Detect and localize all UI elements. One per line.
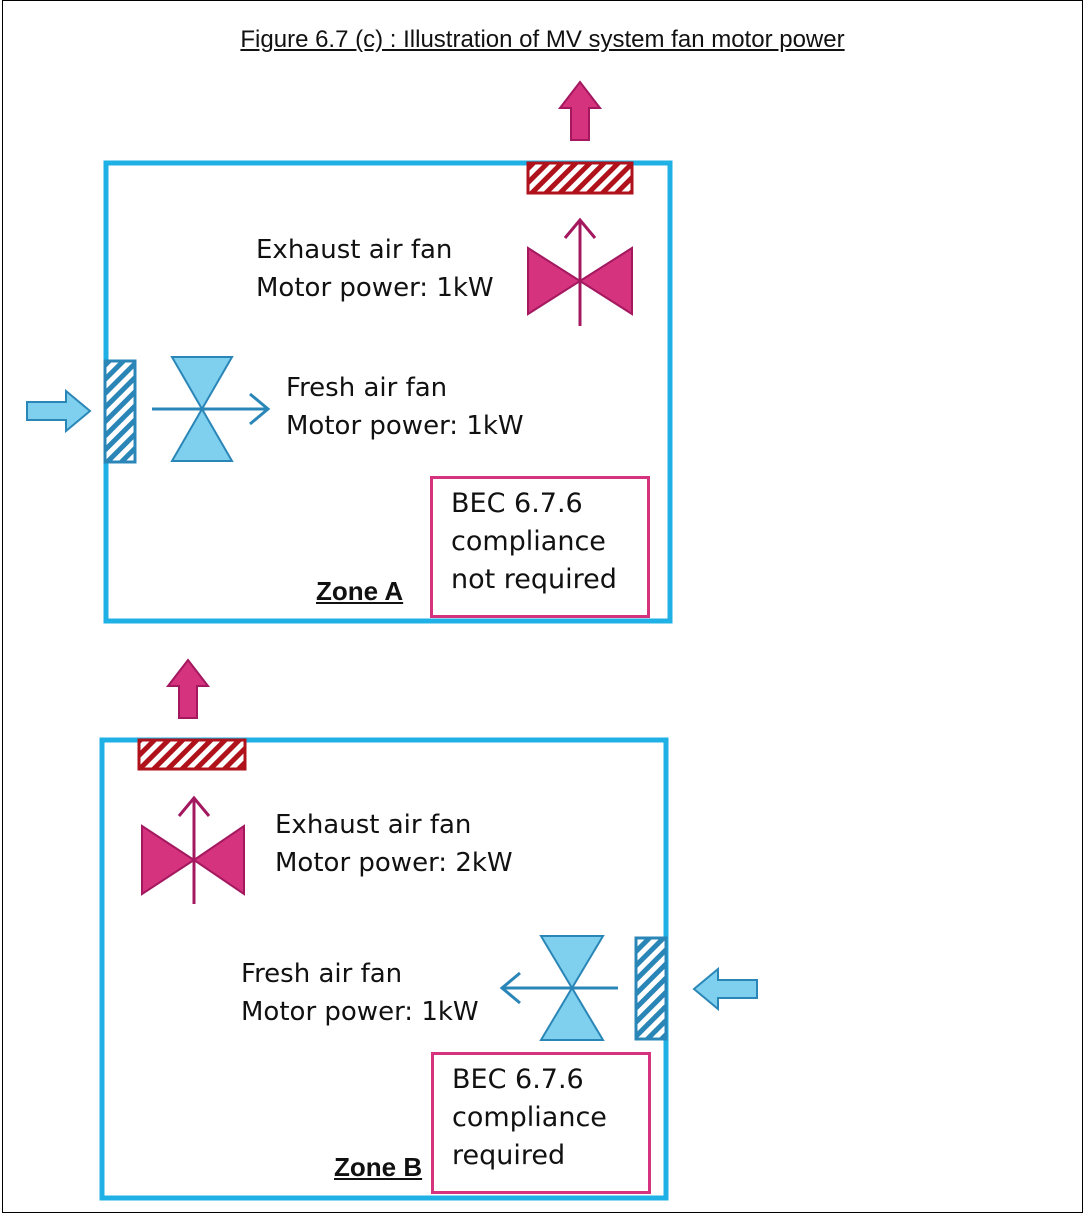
zone-a-exhaust-fan-icon [527, 217, 633, 326]
zone-b-compliance-line2: compliance [452, 1102, 607, 1133]
zone-b-exhaust-fan-icon [141, 795, 245, 904]
zone-a-exhaust-fan-name: Exhaust air fan [256, 235, 453, 265]
zone-b-exhaust-outlet-arrow-icon [165, 658, 211, 719]
zone-b-fresh-fan-power: Motor power: 1kW [241, 997, 479, 1027]
zone-a-exhaust-grille-icon [526, 161, 634, 195]
zone-b-fresh-inlet-arrow-icon [692, 966, 758, 1012]
zone-b-exhaust-grille-icon [137, 738, 247, 771]
zone-a-fresh-inlet-arrow-icon [26, 388, 92, 434]
zone-b-fresh-fan-label: Fresh air fan Motor power: 1kW [241, 955, 479, 1031]
zone-a-label: Zone A [316, 576, 404, 606]
zone-a-fresh-fan-power: Motor power: 1kW [286, 411, 524, 441]
zone-b-exhaust-fan-power: Motor power: 2kW [275, 848, 513, 878]
zone-b-compliance-line1: BEC 6.7.6 [452, 1064, 584, 1095]
zone-a-compliance-line2: compliance [451, 526, 606, 557]
zone-b-exhaust-fan-label: Exhaust air fan Motor power: 2kW [275, 806, 513, 882]
zone-b-fresh-grille-icon [634, 936, 668, 1041]
zone-a-compliance-line3: not required [451, 564, 617, 595]
zone-a-fresh-fan-name: Fresh air fan [286, 373, 448, 403]
zone-b-fresh-fan-icon [499, 935, 618, 1041]
zone-a-exhaust-fan-power: Motor power: 1kW [256, 273, 494, 303]
zone-a-fresh-grille-icon [103, 359, 137, 464]
zone-b-exhaust-fan-name: Exhaust air fan [275, 810, 472, 840]
zone-b-fresh-fan-name: Fresh air fan [241, 959, 403, 989]
zone-a-compliance-box: BEC 6.7.6 compliance not required [430, 476, 650, 618]
zone-a-compliance-line1: BEC 6.7.6 [451, 488, 583, 519]
zone-b-compliance-line3: required [452, 1140, 566, 1171]
zone-a-fresh-fan-label: Fresh air fan Motor power: 1kW [286, 369, 524, 445]
zone-a-exhaust-fan-label: Exhaust air fan Motor power: 1kW [256, 231, 494, 307]
zone-a-exhaust-outlet-arrow-icon [557, 80, 603, 141]
zone-a-fresh-fan-icon [152, 356, 271, 462]
zone-b-label: Zone B [334, 1152, 423, 1182]
figure-title: Figure 6.7 (c) : Illustration of MV syst… [240, 26, 845, 53]
zone-b-compliance-box: BEC 6.7.6 compliance required [431, 1052, 651, 1194]
